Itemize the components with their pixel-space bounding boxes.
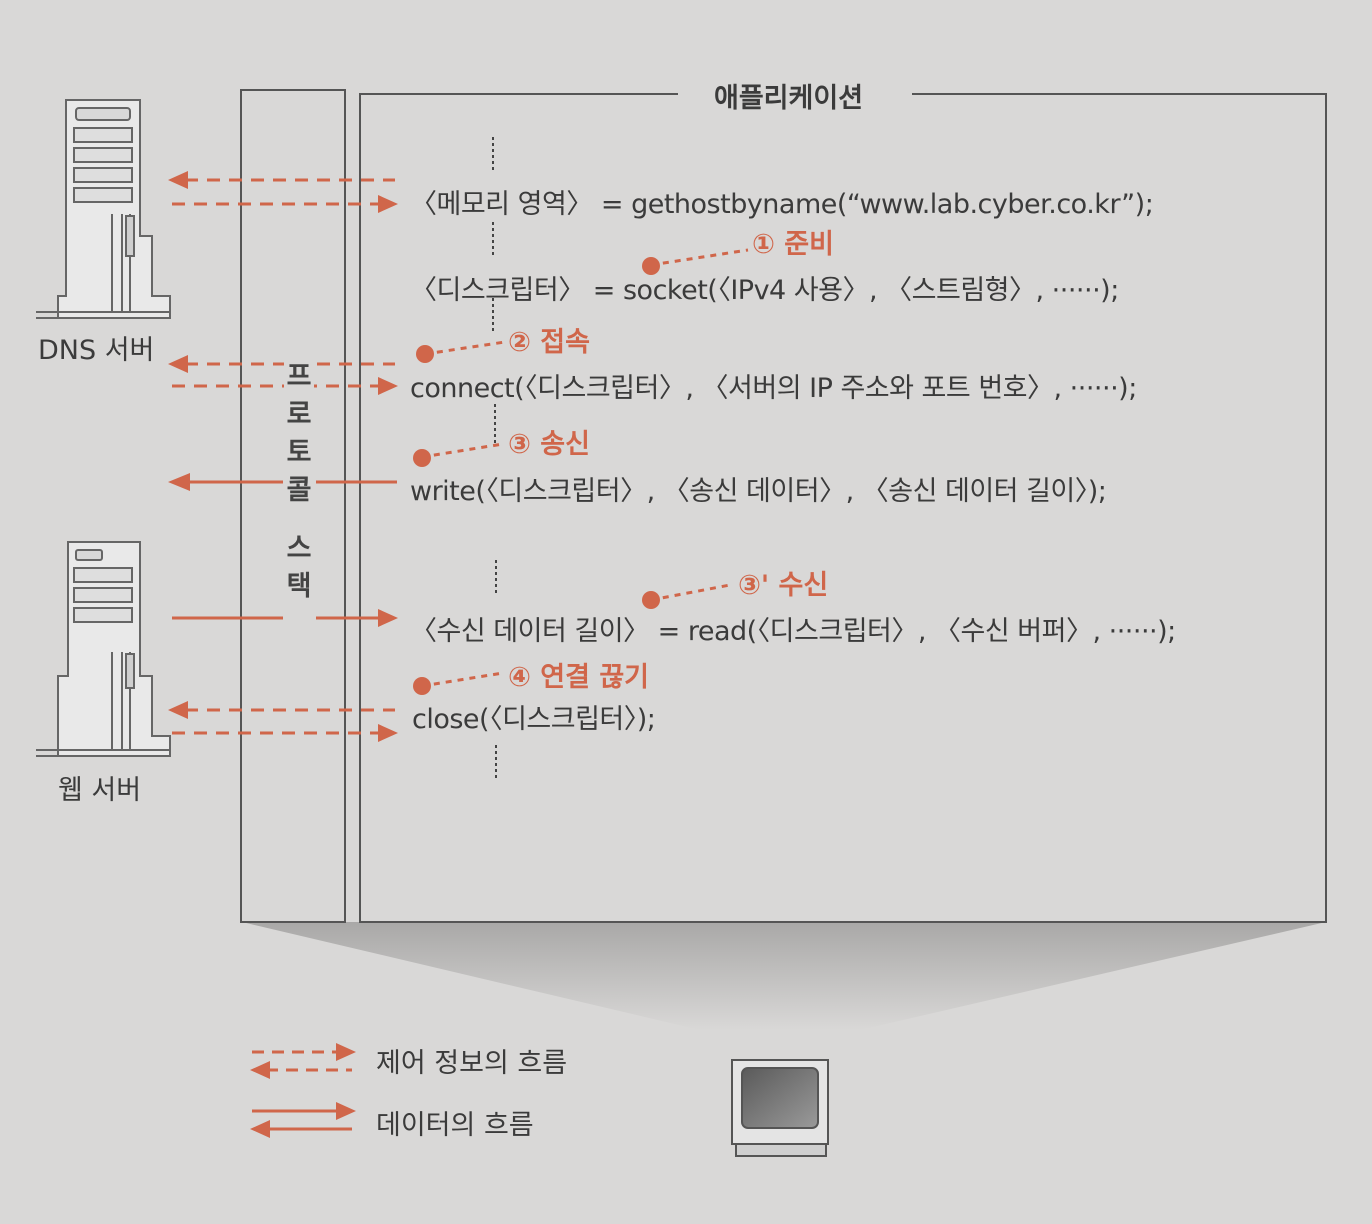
protocol-stack-char: 로 bbox=[284, 400, 314, 430]
code-write: write(〈디스크립터〉, 〈송신 데이터〉, 〈송신 데이터 길이〉); bbox=[410, 476, 1107, 507]
legend-control-label: 제어 정보의 흐름 bbox=[376, 1048, 568, 1079]
step-send: ③ 송신 bbox=[508, 429, 590, 460]
web-server-label: 웹 서버 bbox=[58, 775, 142, 806]
step-dots bbox=[413, 257, 660, 695]
legend-data-icon bbox=[252, 1109, 352, 1131]
code-gethostbyname: 〈메모리 영역〉 = gethostbyname(“www.lab.cyber.… bbox=[410, 189, 1154, 220]
computer-monitor-icon bbox=[731, 1059, 829, 1157]
projection-beam bbox=[242, 922, 1326, 1030]
step-connect: ② 접속 bbox=[508, 327, 590, 358]
protocol-stack-char: 프 bbox=[284, 362, 314, 392]
code-connect: connect(〈디스크립터〉, 〈서버의 IP 주소와 포트 번호〉, ···… bbox=[410, 373, 1137, 404]
code-read: 〈수신 데이터 길이〉 = read(〈디스크립터〉, 〈수신 버퍼〉, ···… bbox=[410, 616, 1176, 647]
protocol-stack-char: 콜 bbox=[284, 476, 314, 506]
code-flow-dots bbox=[492, 137, 497, 778]
step-disconnect: ④ 연결 끊기 bbox=[508, 662, 650, 693]
code-socket: 〈디스크립터〉 = socket(〈IPv4 사용〉, 〈스트림형〉, ····… bbox=[410, 275, 1119, 306]
step-prepare: ① 준비 bbox=[752, 229, 834, 260]
protocol-stack-column bbox=[240, 89, 346, 923]
control-flow-arrows bbox=[172, 178, 395, 735]
step-receive: ③' 수신 bbox=[738, 570, 829, 601]
application-title: 애플리케이션 bbox=[700, 76, 878, 115]
dns-server-label: DNS 서버 bbox=[38, 335, 155, 366]
code-close: close(〈디스크립터〉); bbox=[412, 704, 656, 735]
protocol-stack-char: 토 bbox=[284, 438, 314, 468]
server-tower-icon bbox=[36, 541, 171, 757]
step-leaders bbox=[421, 248, 749, 688]
server-tower-icon bbox=[36, 99, 171, 319]
application-panel bbox=[359, 93, 1327, 923]
data-flow-arrows bbox=[172, 480, 397, 620]
protocol-stack-char: 택 bbox=[284, 572, 314, 602]
legend-control-icon bbox=[252, 1050, 352, 1072]
legend-data-label: 데이터의 흐름 bbox=[376, 1110, 534, 1141]
control-flow-arrowheads bbox=[168, 171, 398, 742]
protocol-stack-char: 스 bbox=[284, 534, 314, 564]
